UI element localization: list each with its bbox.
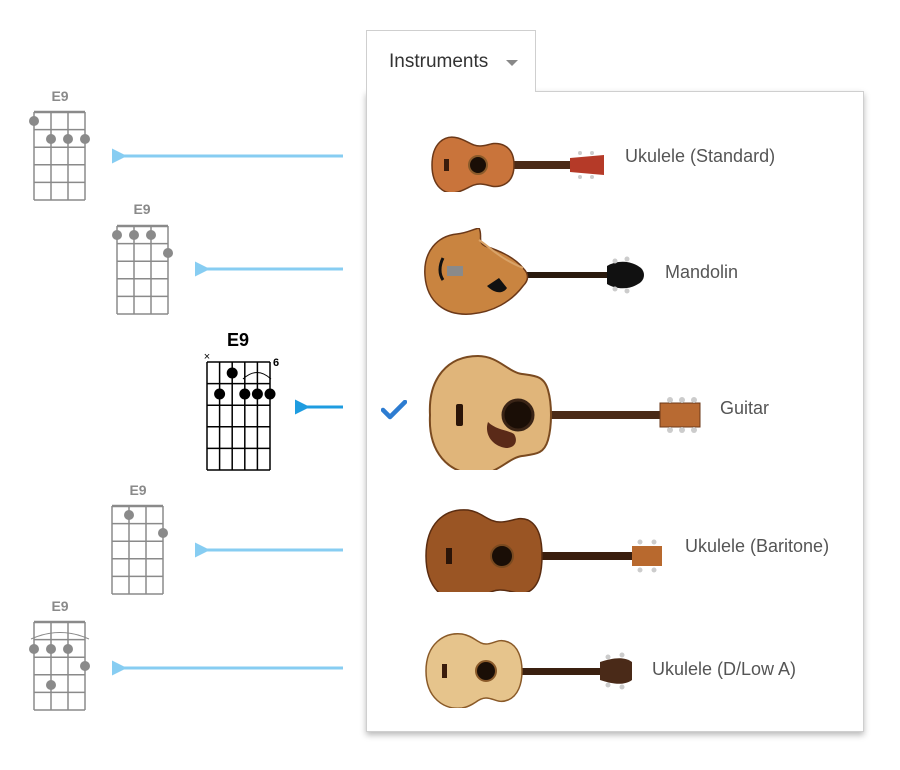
instrument-name: Guitar — [720, 398, 770, 418]
ukulele-icon — [425, 633, 632, 708]
baritone-ukulele-icon — [425, 509, 662, 592]
tab-panel-joint — [367, 88, 535, 94]
instrument-name: Ukulele (Baritone) — [685, 536, 830, 556]
chord-name: E9 — [51, 598, 68, 614]
menu-item-ukulele-d-low-a[interactable]: Ukulele (D/Low A) — [367, 622, 863, 717]
fret-number-label: 6 — [273, 357, 279, 369]
chord-diagram-ukulele-standard: E9 — [29, 88, 90, 201]
chord-diagram-ukulele-d-low-a: E9 — [29, 598, 90, 711]
chord-name: E9 — [129, 482, 146, 498]
instrument-name: Mandolin — [665, 262, 739, 282]
chord-diagram-ukulele-baritone: E9 — [111, 482, 168, 595]
menu-item-ukulele-standard[interactable]: Ukulele (Standard) — [367, 112, 863, 202]
checkmark-icon — [381, 400, 407, 420]
chord-diagram-guitar: E9 × 6 — [204, 330, 279, 471]
menu-item-mandolin[interactable]: Mandolin — [367, 222, 863, 322]
guitar-icon — [428, 354, 701, 470]
instruments-dropdown-button[interactable]: Instruments — [366, 30, 536, 92]
chord-name: E9 — [227, 330, 249, 350]
instrument-name: Ukulele (D/Low A) — [652, 659, 797, 679]
menu-item-ukulele-baritone[interactable]: Ukulele (Baritone) — [367, 492, 863, 602]
caret-down-icon — [506, 60, 518, 66]
chord-diagrams-area: E9 E9 E9 × — [29, 88, 343, 711]
menu-item-guitar[interactable]: Guitar — [367, 342, 863, 472]
chord-diagram-mandolin: E9 — [112, 201, 173, 315]
ukulele-icon — [431, 136, 604, 192]
mandolin-icon — [424, 228, 644, 315]
chord-name: E9 — [133, 201, 150, 217]
chord-name: E9 — [51, 88, 68, 104]
muted-string-marker: × — [204, 351, 210, 363]
instrument-name: Ukulele (Standard) — [625, 146, 776, 166]
instruments-dropdown-menu: Ukulele (Standard) Mandolin — [366, 91, 864, 732]
instruments-dropdown-label: Instruments — [389, 51, 489, 72]
